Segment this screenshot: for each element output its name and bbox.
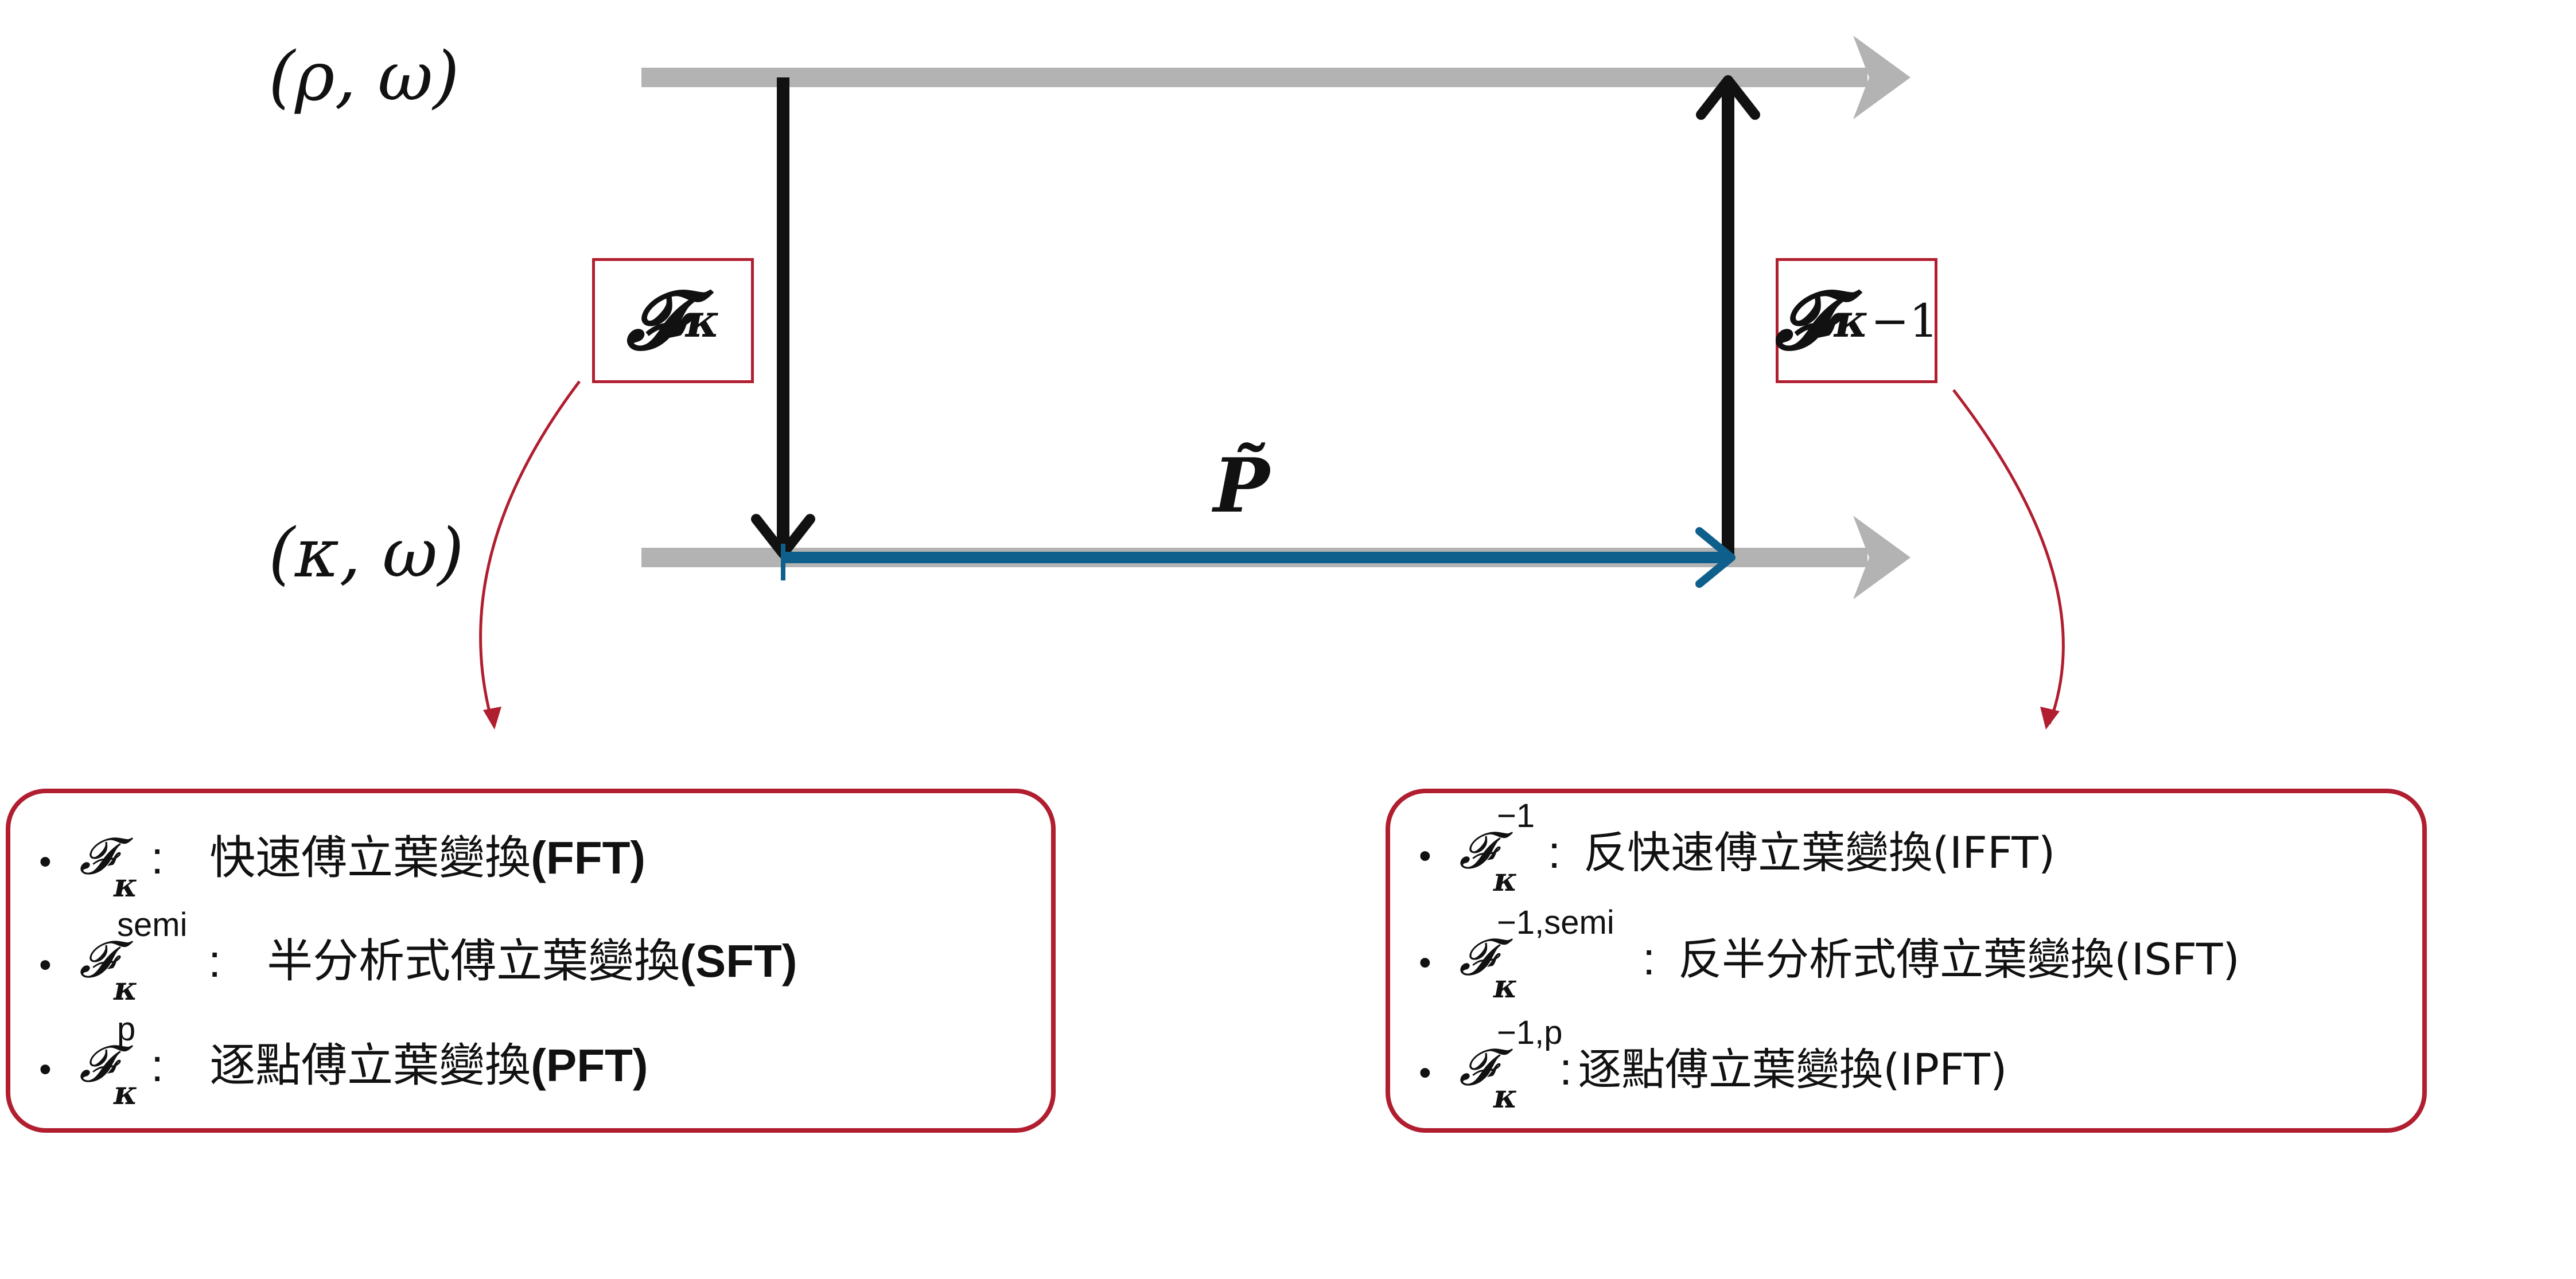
bottom-axis-arrowhead xyxy=(1853,516,1910,599)
method-description: 逐點傅立葉變換(PFT) xyxy=(209,1039,648,1092)
inverse-transform-sub: κ xyxy=(1834,294,1869,348)
colon: : xyxy=(1642,933,1656,984)
bullet: • xyxy=(1419,1053,1431,1093)
colon: : xyxy=(208,935,221,986)
right-curve-arrowhead xyxy=(2040,707,2060,730)
inverse-transform-sup: −1 xyxy=(1870,294,1939,348)
method-description: 半分析式傅立葉變換(SFT) xyxy=(267,934,797,988)
colon: : xyxy=(1559,1043,1573,1094)
colon: : xyxy=(150,832,164,883)
colon: : xyxy=(1547,826,1561,878)
bullet: • xyxy=(1419,836,1431,876)
left-curve-arrowhead xyxy=(483,707,501,730)
method-description: 反快速傅立葉變換(IFFT) xyxy=(1583,827,2056,878)
bottom-axis-label: (κ, ω) xyxy=(269,513,464,592)
bullet: • xyxy=(39,1050,52,1089)
bullet: • xyxy=(1419,943,1431,982)
bullet: • xyxy=(39,842,52,882)
method-description: 反半分析式傅立葉變換(ISFT) xyxy=(1678,934,2240,985)
colon: : xyxy=(150,1040,164,1091)
propagator-label: P̃ xyxy=(1213,442,1270,529)
left-curve-pointer xyxy=(479,380,581,723)
bullet: • xyxy=(39,945,52,985)
method-description: 快速傅立葉變換(FFT) xyxy=(209,831,646,884)
top-axis-label: (ρ, ω) xyxy=(269,37,460,116)
propagator-arrowhead xyxy=(1695,527,1736,588)
forward-transform-sub: κ xyxy=(685,294,720,348)
forward-transform-symbol: 𝓕 xyxy=(626,273,686,368)
inverse-transform-symbol: 𝓕 xyxy=(1775,273,1834,368)
right-curve-pointer xyxy=(1952,389,2065,724)
inverse-transform-arrowhead xyxy=(1696,75,1760,120)
method-description: 逐點傅立葉變換(IPFT) xyxy=(1578,1044,2007,1095)
top-axis-arrowhead xyxy=(1853,36,1910,119)
